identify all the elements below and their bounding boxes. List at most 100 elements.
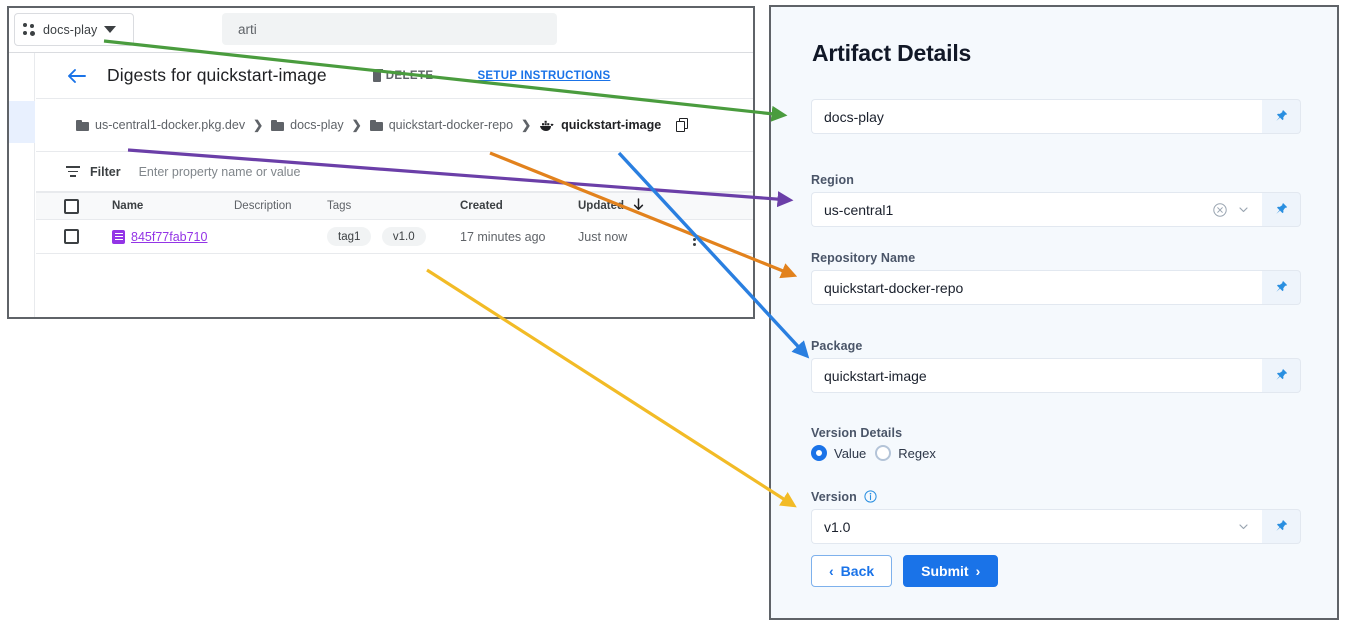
package-input-value: quickstart-image xyxy=(824,367,927,384)
pin-button[interactable] xyxy=(1262,192,1301,227)
select-all-checkbox[interactable] xyxy=(64,198,79,214)
breadcrumb-separator: ❯ xyxy=(521,118,532,132)
column-header-description[interactable]: Description xyxy=(234,192,327,220)
breadcrumb-label: quickstart-image xyxy=(561,118,662,132)
row-select-cell[interactable] xyxy=(36,219,112,254)
row-updated-label: Just now xyxy=(578,229,628,244)
delete-button[interactable]: DELETE xyxy=(371,69,434,82)
row-updated-cell: Just now xyxy=(578,219,753,254)
back-button-label: Back xyxy=(840,563,875,579)
project-selector[interactable]: docs-play xyxy=(14,13,134,46)
digests-table: Name Description Tags Created Updated xyxy=(36,192,753,254)
info-icon[interactable] xyxy=(864,490,878,503)
project-input[interactable]: docs-play xyxy=(811,99,1262,134)
radio-value-label: Value xyxy=(834,445,867,461)
page-title: Digests for quickstart-image xyxy=(107,65,327,85)
breadcrumb-item-repo[interactable]: quickstart-docker-repo xyxy=(369,118,514,132)
pin-button[interactable] xyxy=(1262,358,1301,393)
chevron-down-icon[interactable] xyxy=(1237,520,1250,533)
region-input-value: us-central1 xyxy=(824,201,894,218)
radio-unselected-icon xyxy=(875,445,892,461)
submit-button[interactable]: Submit › xyxy=(903,555,999,587)
package-input[interactable]: quickstart-image xyxy=(811,358,1262,393)
delete-label: DELETE xyxy=(385,69,434,82)
setup-instructions-link[interactable]: SETUP INSTRUCTIONS xyxy=(477,69,611,82)
pin-button[interactable] xyxy=(1262,509,1301,544)
region-input[interactable]: us-central1 xyxy=(811,192,1262,227)
pin-icon xyxy=(1275,369,1287,380)
project-field: docs-play xyxy=(811,99,1301,134)
project-input-value: docs-play xyxy=(824,108,884,125)
pin-icon xyxy=(1275,110,1287,121)
breadcrumb-item-image[interactable]: quickstart-image xyxy=(539,118,661,132)
digest-link[interactable]: 845f77fab710 xyxy=(131,229,208,244)
tag-chip[interactable]: tag1 xyxy=(327,227,372,246)
pin-button[interactable] xyxy=(1262,99,1301,134)
breadcrumb-label: quickstart-docker-repo xyxy=(388,118,514,132)
clear-icon[interactable] xyxy=(1213,202,1227,217)
row-created-cell: 17 minutes ago xyxy=(460,219,578,254)
breadcrumb: us-central1-docker.pkg.dev ❯ docs-play ❯… xyxy=(36,99,753,152)
row-name-cell: 845f77fab710 xyxy=(112,219,234,254)
breadcrumb-label: us-central1-docker.pkg.dev xyxy=(95,118,246,132)
folder-icon xyxy=(369,119,383,131)
region-field: Region us-central1 xyxy=(811,173,1301,227)
console-topbar: docs-play arti xyxy=(9,8,753,53)
package-field: Package quickstart-image xyxy=(811,339,1301,393)
chevron-down-icon[interactable] xyxy=(1237,203,1250,216)
pin-button[interactable] xyxy=(1262,270,1301,305)
radio-value[interactable]: Value xyxy=(811,445,866,461)
version-input[interactable]: v1.0 xyxy=(811,509,1262,544)
panel-title: Artifact Details xyxy=(812,40,972,66)
pin-icon xyxy=(1275,520,1287,531)
version-details-label: Version Details xyxy=(811,426,903,440)
column-header-updated[interactable]: Updated xyxy=(578,192,753,220)
digest-icon xyxy=(112,229,125,244)
row-checkbox[interactable] xyxy=(64,229,79,244)
left-nav-rail xyxy=(9,53,35,317)
column-header-tags[interactable]: Tags xyxy=(327,192,460,220)
submit-button-label: Submit xyxy=(921,563,969,579)
nav-active-indicator xyxy=(9,101,35,143)
select-all-header[interactable] xyxy=(36,192,112,220)
filter-label: Filter xyxy=(90,164,121,179)
column-header-created[interactable]: Created xyxy=(460,192,578,220)
trash-icon xyxy=(371,69,383,82)
artifact-registry-console: docs-play arti Digests for quickstart-im… xyxy=(7,6,755,319)
version-input-value: v1.0 xyxy=(824,518,851,535)
breadcrumb-item-project[interactable]: docs-play xyxy=(271,118,344,132)
filter-bar[interactable]: Filter Enter property name or value xyxy=(36,152,753,192)
search-input[interactable]: arti xyxy=(222,13,557,45)
column-header-updated-label: Updated xyxy=(578,200,624,212)
table-row[interactable]: 845f77fab710 tag1 v1.0 17 minutes ago Ju… xyxy=(36,219,753,254)
row-description-cell xyxy=(234,219,327,254)
pin-icon xyxy=(1275,281,1287,292)
breadcrumb-item-registry[interactable]: us-central1-docker.pkg.dev xyxy=(76,118,245,132)
sort-descending-icon xyxy=(633,198,644,214)
submit-chevron-icon: › xyxy=(975,563,981,579)
radio-regex[interactable]: Regex xyxy=(875,445,936,461)
project-name-label: docs-play xyxy=(43,22,98,37)
version-details-group: Version Details Value Regex xyxy=(811,426,1301,461)
breadcrumb-label: docs-play xyxy=(290,118,344,132)
copy-icon[interactable] xyxy=(676,118,689,132)
console-content: Digests for quickstart-image DELETE SETU… xyxy=(36,53,753,317)
radio-regex-label: Regex xyxy=(898,445,936,461)
repository-input[interactable]: quickstart-docker-repo xyxy=(811,270,1262,305)
version-label-text: Version xyxy=(811,490,857,504)
caret-down-icon[interactable] xyxy=(104,26,117,33)
version-field: Version v1.0 xyxy=(811,490,1301,544)
region-label: Region xyxy=(811,173,854,187)
breadcrumb-separator: ❯ xyxy=(351,118,362,132)
column-header-name[interactable]: Name xyxy=(112,192,234,220)
tag-chip[interactable]: v1.0 xyxy=(381,227,426,246)
folder-icon xyxy=(76,119,89,131)
filter-input[interactable]: Enter property name or value xyxy=(138,164,301,179)
repository-label: Repository Name xyxy=(811,251,916,265)
filter-icon xyxy=(66,166,80,177)
page-header: Digests for quickstart-image DELETE SETU… xyxy=(36,53,753,99)
back-button[interactable]: ‹ Back xyxy=(811,555,893,587)
row-more-options-icon[interactable] xyxy=(693,232,697,248)
back-arrow-icon[interactable] xyxy=(65,65,87,87)
pin-icon xyxy=(1275,203,1287,214)
